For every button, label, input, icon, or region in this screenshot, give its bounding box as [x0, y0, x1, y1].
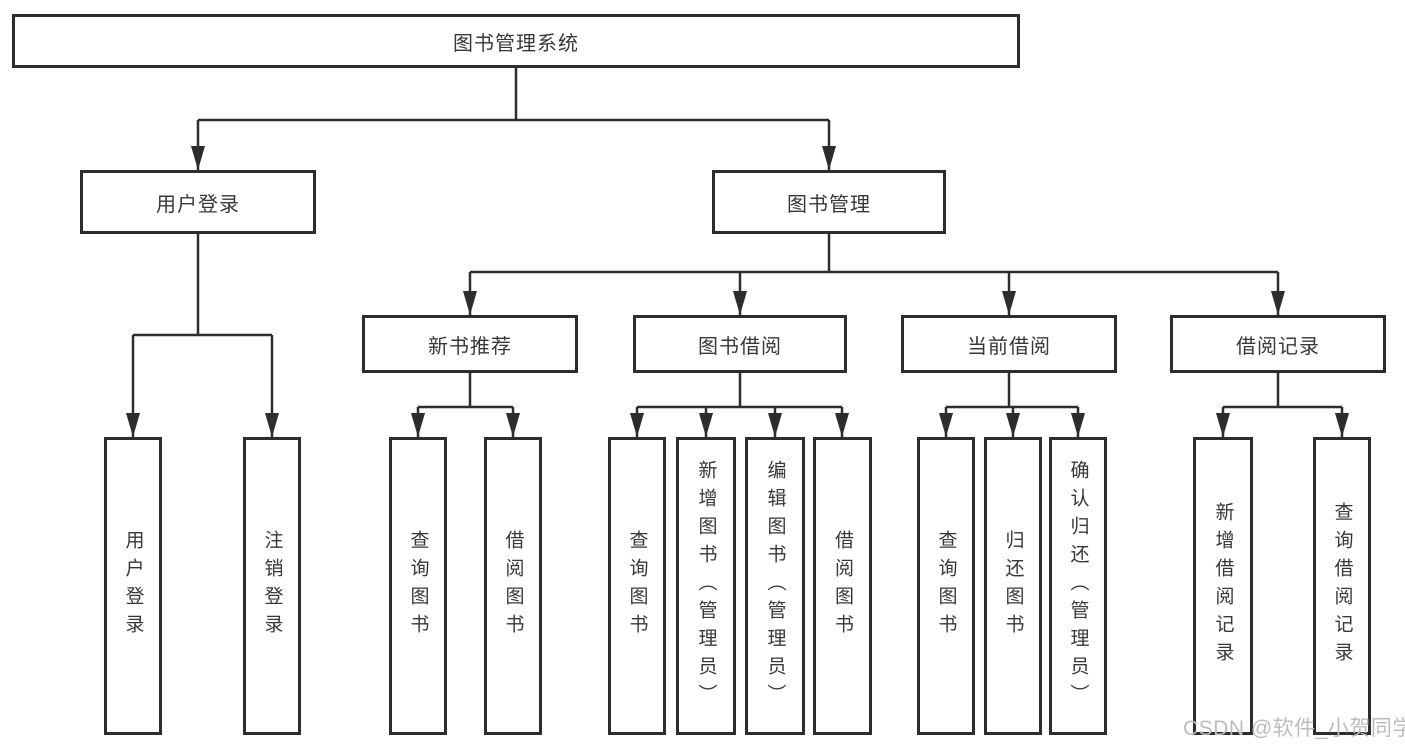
- edge-bookborrow-split: [637, 373, 842, 409]
- node-label: 借阅图书: [832, 530, 853, 642]
- leaf-return-books: 归还图书: [984, 437, 1042, 735]
- node-label: 新增借阅记录: [1212, 502, 1234, 670]
- leaf-user-login: 用户登录: [104, 437, 162, 735]
- node-system-root: 图书管理系统: [12, 14, 1020, 68]
- leaf-edit-books-admin: 编辑图书（管理员）: [745, 437, 805, 735]
- node-label: 新书推荐: [428, 335, 512, 358]
- node-label: 用户登录: [122, 530, 144, 642]
- node-label: 查询图书: [935, 530, 957, 642]
- leaf-query-books-2: 查询图书: [608, 437, 666, 735]
- node-label: 图书管理系统: [453, 32, 579, 55]
- edge-root-split: [198, 68, 829, 122]
- node-label: 归还图书: [1002, 530, 1024, 642]
- edge-currentborrow-split: [946, 373, 1078, 409]
- node-label: 查询图书: [626, 530, 648, 642]
- leaf-add-borrow-record: 新增借阅记录: [1193, 437, 1253, 735]
- node-label: 图书管理: [787, 193, 871, 216]
- node-label: 图书借阅: [698, 335, 782, 358]
- node-label: 用户登录: [156, 193, 240, 216]
- leaf-borrow-books-2: 借阅图书: [813, 437, 872, 735]
- node-user-login: 用户登录: [80, 170, 316, 234]
- edge-bookmgmt-split: [470, 234, 1278, 274]
- leaf-borrow-books-1: 借阅图书: [484, 437, 542, 735]
- edge-borrowrecords-split: [1223, 373, 1342, 409]
- node-label: 注销登录: [261, 530, 283, 642]
- leaf-query-books-3: 查询图书: [917, 437, 975, 735]
- node-label: 确认归还（管理员）: [1067, 460, 1089, 712]
- edge-userlogin-split: [133, 234, 272, 337]
- node-label: 查询图书: [407, 530, 429, 642]
- leaf-logout: 注销登录: [243, 437, 301, 735]
- leaf-add-books-admin: 新增图书（管理员）: [676, 437, 736, 735]
- node-label: 借阅记录: [1236, 335, 1320, 358]
- node-label: 借阅图书: [502, 530, 524, 642]
- leaf-query-books-1: 查询图书: [389, 437, 447, 735]
- leaf-query-borrow-record: 查询借阅记录: [1313, 437, 1371, 735]
- node-label: 编辑图书（管理员）: [764, 460, 786, 712]
- node-book-management: 图书管理: [712, 170, 946, 234]
- csdn-watermark: CSDN @软件_小贺同学: [1183, 717, 1405, 740]
- node-current-borrowing: 当前借阅: [901, 315, 1117, 373]
- node-new-book-recommend: 新书推荐: [362, 315, 578, 373]
- node-book-borrowing: 图书借阅: [633, 315, 847, 373]
- node-borrowing-records: 借阅记录: [1170, 315, 1386, 373]
- node-label: 新增图书（管理员）: [695, 460, 717, 712]
- node-label: 当前借阅: [967, 335, 1051, 358]
- leaf-confirm-return-admin: 确认归还（管理员）: [1049, 437, 1107, 735]
- node-label: 查询借阅记录: [1331, 502, 1353, 670]
- edge-newbookrec-split: [418, 373, 513, 409]
